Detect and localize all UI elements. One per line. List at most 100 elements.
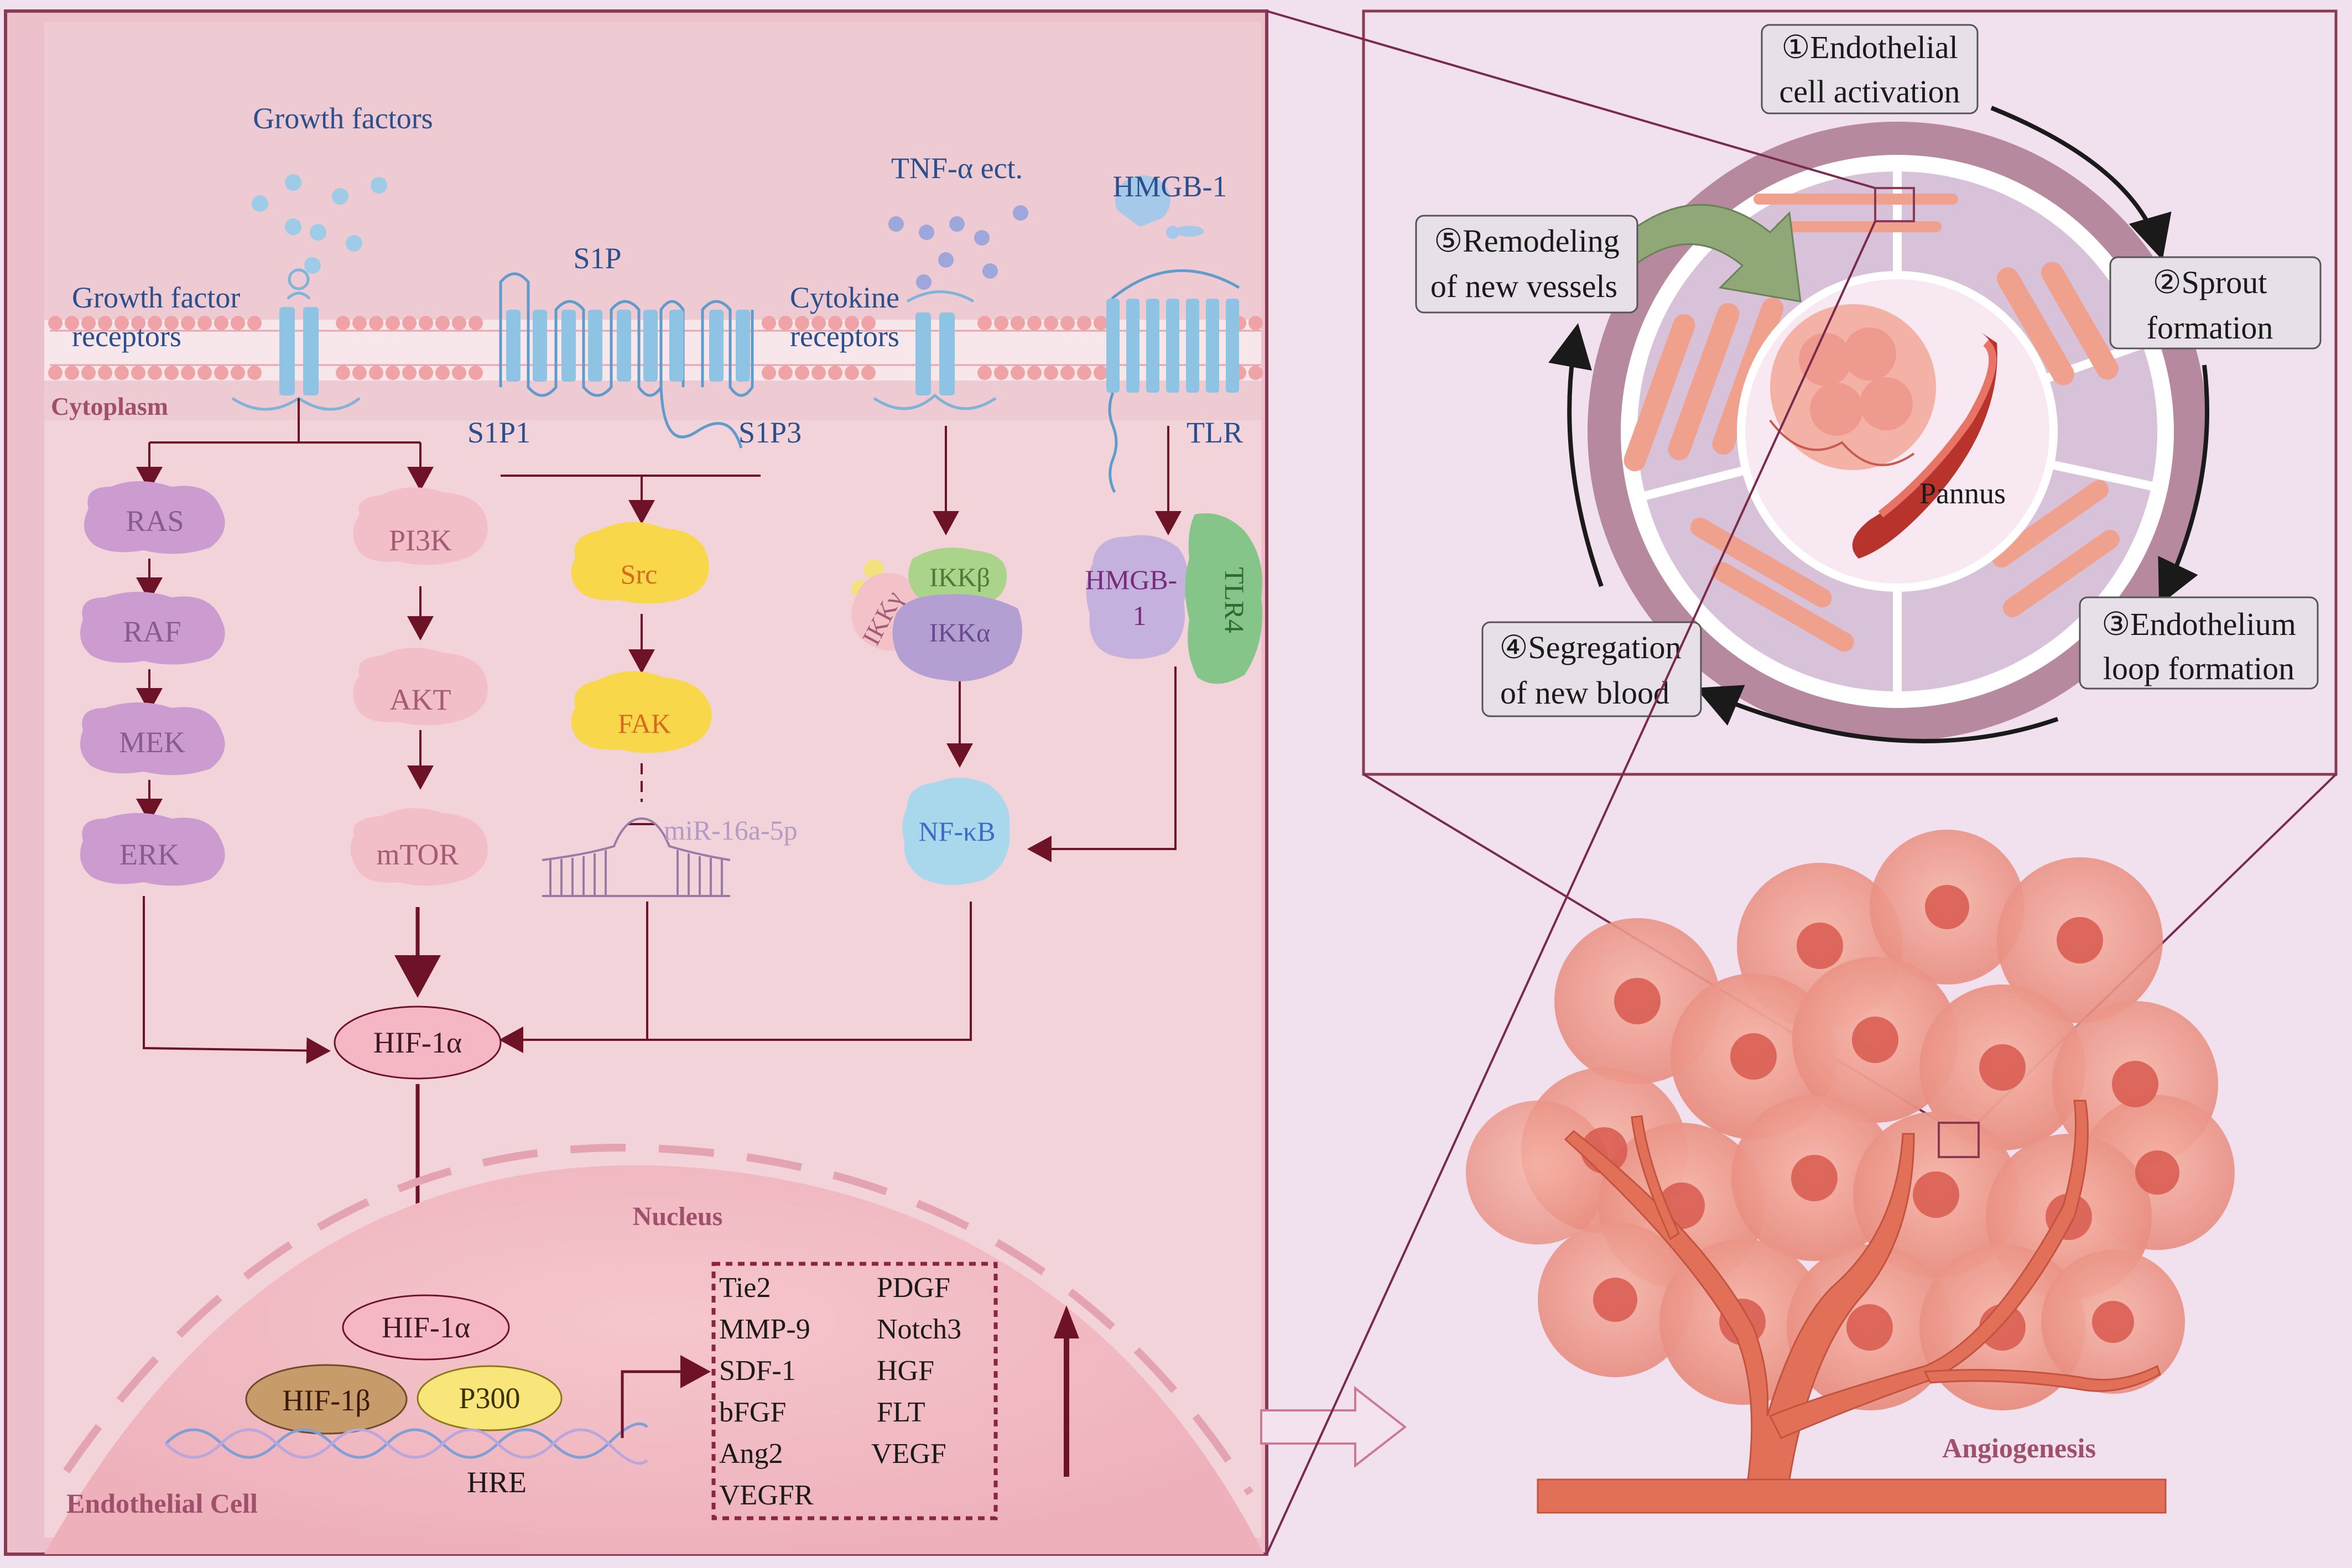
mek-label: MEK <box>119 726 185 759</box>
step-3-label: ③Endothelium <box>2101 606 2296 642</box>
tumor-nuclei <box>1581 885 2179 1351</box>
step-2-box: ②Sprout formation <box>2109 256 2322 350</box>
cytoplasm-label: Cytoplasm <box>51 392 168 420</box>
pathway-arrows <box>136 398 1182 1269</box>
akt-kinase: AKT <box>353 648 488 726</box>
pannus-label: Pannus <box>1919 477 2006 510</box>
ras-label: RAS <box>126 504 184 538</box>
tlr-label: TLR <box>1187 416 1243 449</box>
zoom-marker-top <box>1874 187 1915 222</box>
tumor-angiogenesis: Angiogenesis <box>1466 830 2235 1514</box>
hif1a-nuclear: HIF-1α <box>342 1294 510 1361</box>
growth-factors-label: Growth factors <box>253 102 433 135</box>
fak-label: FAK <box>618 708 671 739</box>
hmgb-blob-label-2: 1 <box>1133 600 1147 631</box>
hif1a-cytoplasm: HIF-1α <box>334 1006 502 1080</box>
mtor-label: mTOR <box>376 838 459 871</box>
p300-protein: P300 <box>417 1365 563 1431</box>
ikk-complex: IKKγ IKKβ IKKα <box>851 548 1022 681</box>
s1p3-label: S1P3 <box>738 416 802 449</box>
tnf-label: TNF-α ect. <box>891 152 1023 185</box>
gene-pdgf: PDGF <box>877 1272 950 1304</box>
mek-kinase: MEK <box>80 702 225 775</box>
hre-label: HRE <box>467 1466 527 1499</box>
gene-notch3: Notch3 <box>877 1314 961 1345</box>
tlr-receptor <box>1106 269 1240 493</box>
s1p-label: S1P <box>573 242 621 275</box>
step-4-label-2: of new blood <box>1500 675 1669 711</box>
hollow-arrow <box>1260 1385 1407 1468</box>
tnf-particles <box>888 205 1028 290</box>
growth-factor-receptor <box>231 268 361 411</box>
step-3-label-2: loop formation <box>2103 650 2294 686</box>
hmgb1-tlr4-complex: HMGB- 1 TLR4 <box>1085 513 1262 684</box>
hmgb1-ligand <box>1115 175 1204 239</box>
hif1b-protein: HIF-1β <box>245 1364 408 1435</box>
endothelial-cell-panel: Growth factors Growth factor receptors C… <box>4 9 1268 1556</box>
step-1-label: ①Endothelial <box>1781 29 1958 65</box>
step-1-label-2: cell activation <box>1779 74 1960 110</box>
src-protein: Src <box>571 522 709 604</box>
mtor-kinase: mTOR <box>350 808 488 886</box>
pannus-illustration <box>1769 304 1997 559</box>
cycle-arrows <box>1548 106 2209 743</box>
growth-factor-particles <box>252 174 387 274</box>
step-5-box: ⑤Remodeling of new vessels <box>1415 215 1638 314</box>
akt-label: AKT <box>390 683 451 716</box>
step-2-label: ②Sprout <box>2153 264 2267 300</box>
target-genes-box: Tie2 MMP-9 SDF-1 bFGF Ang2 VEGFR PDGF No… <box>711 1262 998 1520</box>
src-label: Src <box>621 559 658 590</box>
hif1a-label: HIF-1α <box>373 1026 462 1059</box>
growth-factor-receptors-label: Growth factor <box>72 281 240 314</box>
mirna-hairpin <box>542 817 731 897</box>
nfkb-protein: NF-κB <box>902 778 1010 885</box>
hmgb-blob-label: HMGB- <box>1085 564 1178 595</box>
gene-tie2: Tie2 <box>719 1272 771 1304</box>
s1p1-label: S1P1 <box>467 416 530 449</box>
remodeling-arrow <box>1598 204 1802 303</box>
hif1b-label: HIF-1β <box>282 1384 370 1417</box>
gene-hgf: HGF <box>877 1355 934 1387</box>
gene-flt: FLT <box>877 1397 925 1428</box>
erk-kinase: ERK <box>80 813 225 886</box>
blood-vessel-tree <box>1537 1100 2167 1514</box>
fak-protein: FAK <box>571 671 712 753</box>
mirna-label: miR-16a-5p <box>664 815 798 846</box>
gene-bfgf: bFGF <box>719 1397 786 1428</box>
gene-vegf: VEGF <box>871 1438 946 1470</box>
step-2-label-2: formation <box>2147 310 2273 346</box>
ras-kinase: RAS <box>84 481 225 554</box>
nfkb-label: NF-κB <box>918 816 995 847</box>
gene-mmp9: MMP-9 <box>719 1314 810 1345</box>
raf-label: RAF <box>123 615 181 648</box>
zoom-marker-bottom <box>1938 1122 1980 1158</box>
ikkb-label: IKKβ <box>929 563 990 592</box>
step-1-box: ①Endothelial cell activation <box>1761 24 1979 114</box>
nucleus-label: Nucleus <box>633 1202 723 1231</box>
raf-kinase: RAF <box>80 592 225 665</box>
p300-label: P300 <box>459 1382 520 1415</box>
gene-ang2: Ang2 <box>719 1438 783 1470</box>
cytokine-receptors-label-2: receptors <box>790 320 899 353</box>
pi3k-label: PI3K <box>389 524 452 557</box>
growth-factor-receptors-label-2: receptors <box>72 320 181 353</box>
pi3k-kinase: PI3K <box>353 487 488 565</box>
erk-label: ERK <box>119 838 179 871</box>
cytokine-receptor <box>873 290 997 410</box>
angiogenesis-cycle-panel: Pannus ①Endothelial cell activation ②Spr… <box>1362 9 2338 776</box>
ikka-label: IKKα <box>929 618 990 648</box>
endothelial-cell-label: Endothelial Cell <box>66 1488 258 1519</box>
gene-vegfr: VEGFR <box>719 1480 814 1511</box>
gene-sdf1: SDF-1 <box>719 1355 796 1387</box>
step-4-box: ④Segregation of new blood <box>1481 621 1702 717</box>
angiogenesis-label: Angiogenesis <box>1942 1432 2096 1463</box>
step-5-label: ⑤Remodeling <box>1434 223 1620 259</box>
step-5-label-2: of new vessels <box>1430 268 1617 304</box>
upregulation-arrow <box>1054 1305 1079 1477</box>
s1p-receptors <box>499 272 754 397</box>
dna-helix <box>165 1422 648 1465</box>
s1p-receptor-helices <box>506 310 750 382</box>
hif1a-nuclear-label: HIF-1α <box>382 1311 470 1344</box>
step-3-box: ③Endothelium loop formation <box>2079 596 2319 690</box>
